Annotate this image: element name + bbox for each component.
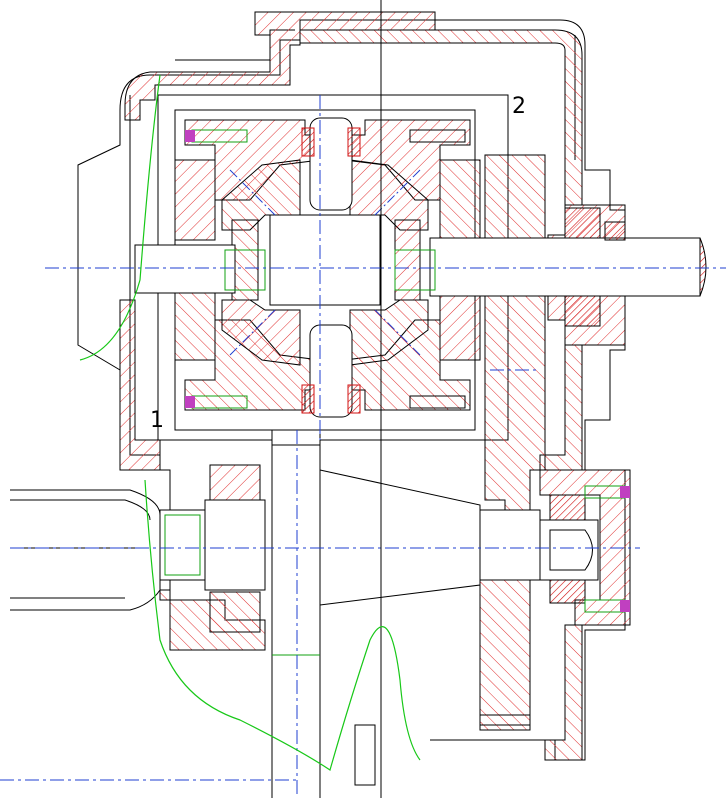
break-boundary-line bbox=[79, 74, 421, 771]
pinion-shaft-assembly bbox=[10, 429, 541, 798]
bolt-set bbox=[185, 127, 630, 613]
crown-wheel bbox=[479, 154, 546, 731]
callout-label-1: 1 bbox=[150, 408, 164, 433]
right-bearings bbox=[539, 207, 626, 604]
center-lines bbox=[0, 95, 726, 798]
output-shaft bbox=[134, 237, 707, 297]
differential-carrier bbox=[157, 94, 509, 441]
callout-label-2: 2 bbox=[512, 94, 526, 119]
